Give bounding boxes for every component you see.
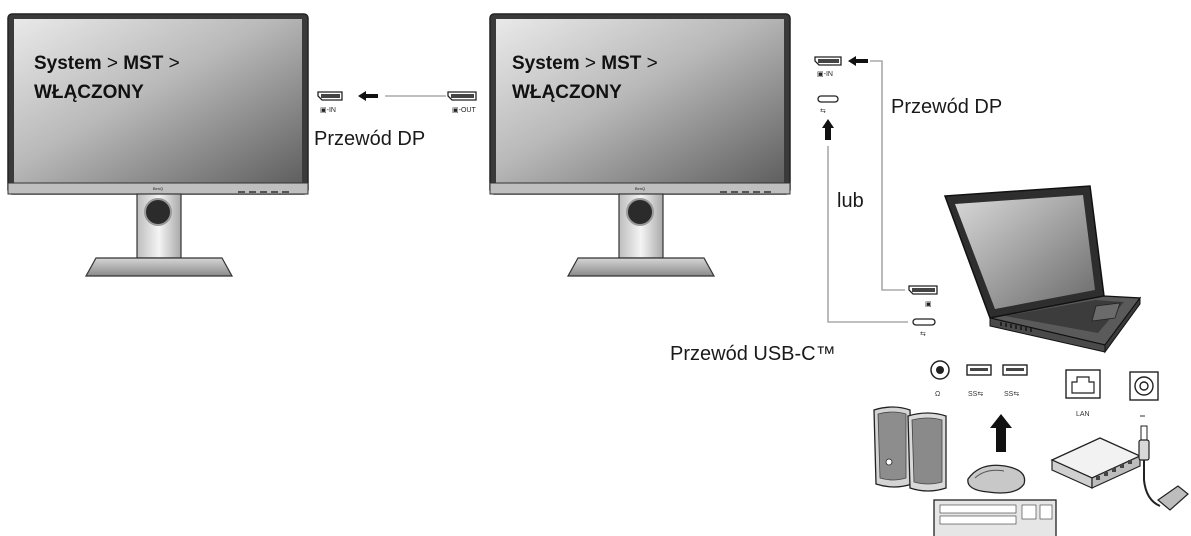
- svg-text:▣-IN: ▣-IN: [817, 71, 833, 78]
- power-adapter: [1138, 425, 1189, 511]
- monitor-left: BenQ System > MST > WŁĄCZONY: [7, 13, 309, 277]
- dp-cable-label-middle: Przewód DP: [314, 128, 425, 150]
- power-port: ═: [1129, 371, 1159, 420]
- monitor-middle-base: [566, 257, 716, 277]
- dp-cable-right-line: [870, 60, 905, 291]
- dp-cable-label-right: Przewód DP: [891, 96, 1002, 118]
- monitor-middle: BenQ System > MST > WŁĄCZONY: [489, 13, 791, 277]
- monitor-right-ports: ▣-IN ⇆ Przewód DP lub: [814, 56, 1002, 323]
- monitor-middle-screen: [496, 19, 784, 183]
- monitor-left-screen: [14, 19, 302, 183]
- monitor-left-osd: System > MST >: [34, 53, 180, 74]
- monitor-middle-osd-line2: WŁĄCZONY: [512, 82, 622, 103]
- monitor-middle-osd: System > MST >: [512, 53, 658, 74]
- svg-text:▣: ▣: [925, 301, 932, 308]
- keyboard: [933, 499, 1057, 536]
- dp-daisy-chain: ▣-IN ▣-OUT Przewód DP: [314, 91, 477, 150]
- svg-text:▣-IN: ▣-IN: [320, 107, 336, 114]
- laptop-usbc-port: ⇆: [912, 318, 936, 338]
- dc-power-icon: ═: [1139, 413, 1145, 420]
- speakers: [873, 406, 947, 492]
- network-switch: [1050, 437, 1142, 489]
- laptop-dp-port: ▣: [908, 285, 938, 308]
- dp-in-port-left: ▣-IN: [317, 91, 343, 114]
- svg-text:▣-OUT: ▣-OUT: [452, 107, 476, 114]
- headphone-icon: Ω: [935, 391, 940, 398]
- or-label: lub: [837, 190, 864, 212]
- laptop-vents: [1000, 322, 1032, 332]
- arrow-up-icon: [990, 414, 1012, 452]
- mouse: [967, 464, 1026, 494]
- headphone-port: Ω: [930, 360, 950, 398]
- arrow-up-icon: [822, 119, 834, 140]
- dp-in-port-right: ▣-IN: [814, 56, 842, 78]
- monitor-left-osd-line2: WŁĄCZONY: [34, 82, 144, 103]
- svg-text:LAN: LAN: [1076, 411, 1090, 418]
- usb-port-2: SS⇆: [1002, 364, 1028, 398]
- usb-ss-icon: SS⇆: [1004, 391, 1019, 398]
- laptop: [943, 185, 1142, 354]
- svg-text:⇆: ⇆: [820, 108, 826, 115]
- usbc-cable-line: [827, 146, 908, 323]
- usbc-port-monitor: ⇆: [817, 95, 839, 115]
- arrow-left-icon: [848, 56, 868, 66]
- laptop-screen: [955, 195, 1095, 309]
- monitor-left-brand: BenQ: [153, 186, 163, 191]
- monitor-middle-brand: BenQ: [635, 186, 645, 191]
- monitor-middle-buttons: [720, 191, 771, 193]
- usb-ss-icon: SS⇆: [968, 391, 983, 398]
- laptop-keyboard-area: [1005, 300, 1124, 333]
- usbc-cable-label: Przewód USB-C™: [670, 343, 836, 365]
- svg-text:⇆: ⇆: [920, 331, 926, 338]
- dp-out-port: ▣-OUT: [447, 91, 477, 114]
- monitor-left-stand-hole: [144, 198, 172, 226]
- usb-port-1: SS⇆: [966, 364, 992, 398]
- monitor-left-base: [84, 257, 234, 277]
- monitor-middle-stand-hole: [626, 198, 654, 226]
- laptop-touchpad: [1091, 302, 1121, 322]
- monitor-left-buttons: [238, 191, 289, 193]
- lan-port: LAN: [1065, 369, 1101, 418]
- arrow-left-icon: [358, 91, 378, 101]
